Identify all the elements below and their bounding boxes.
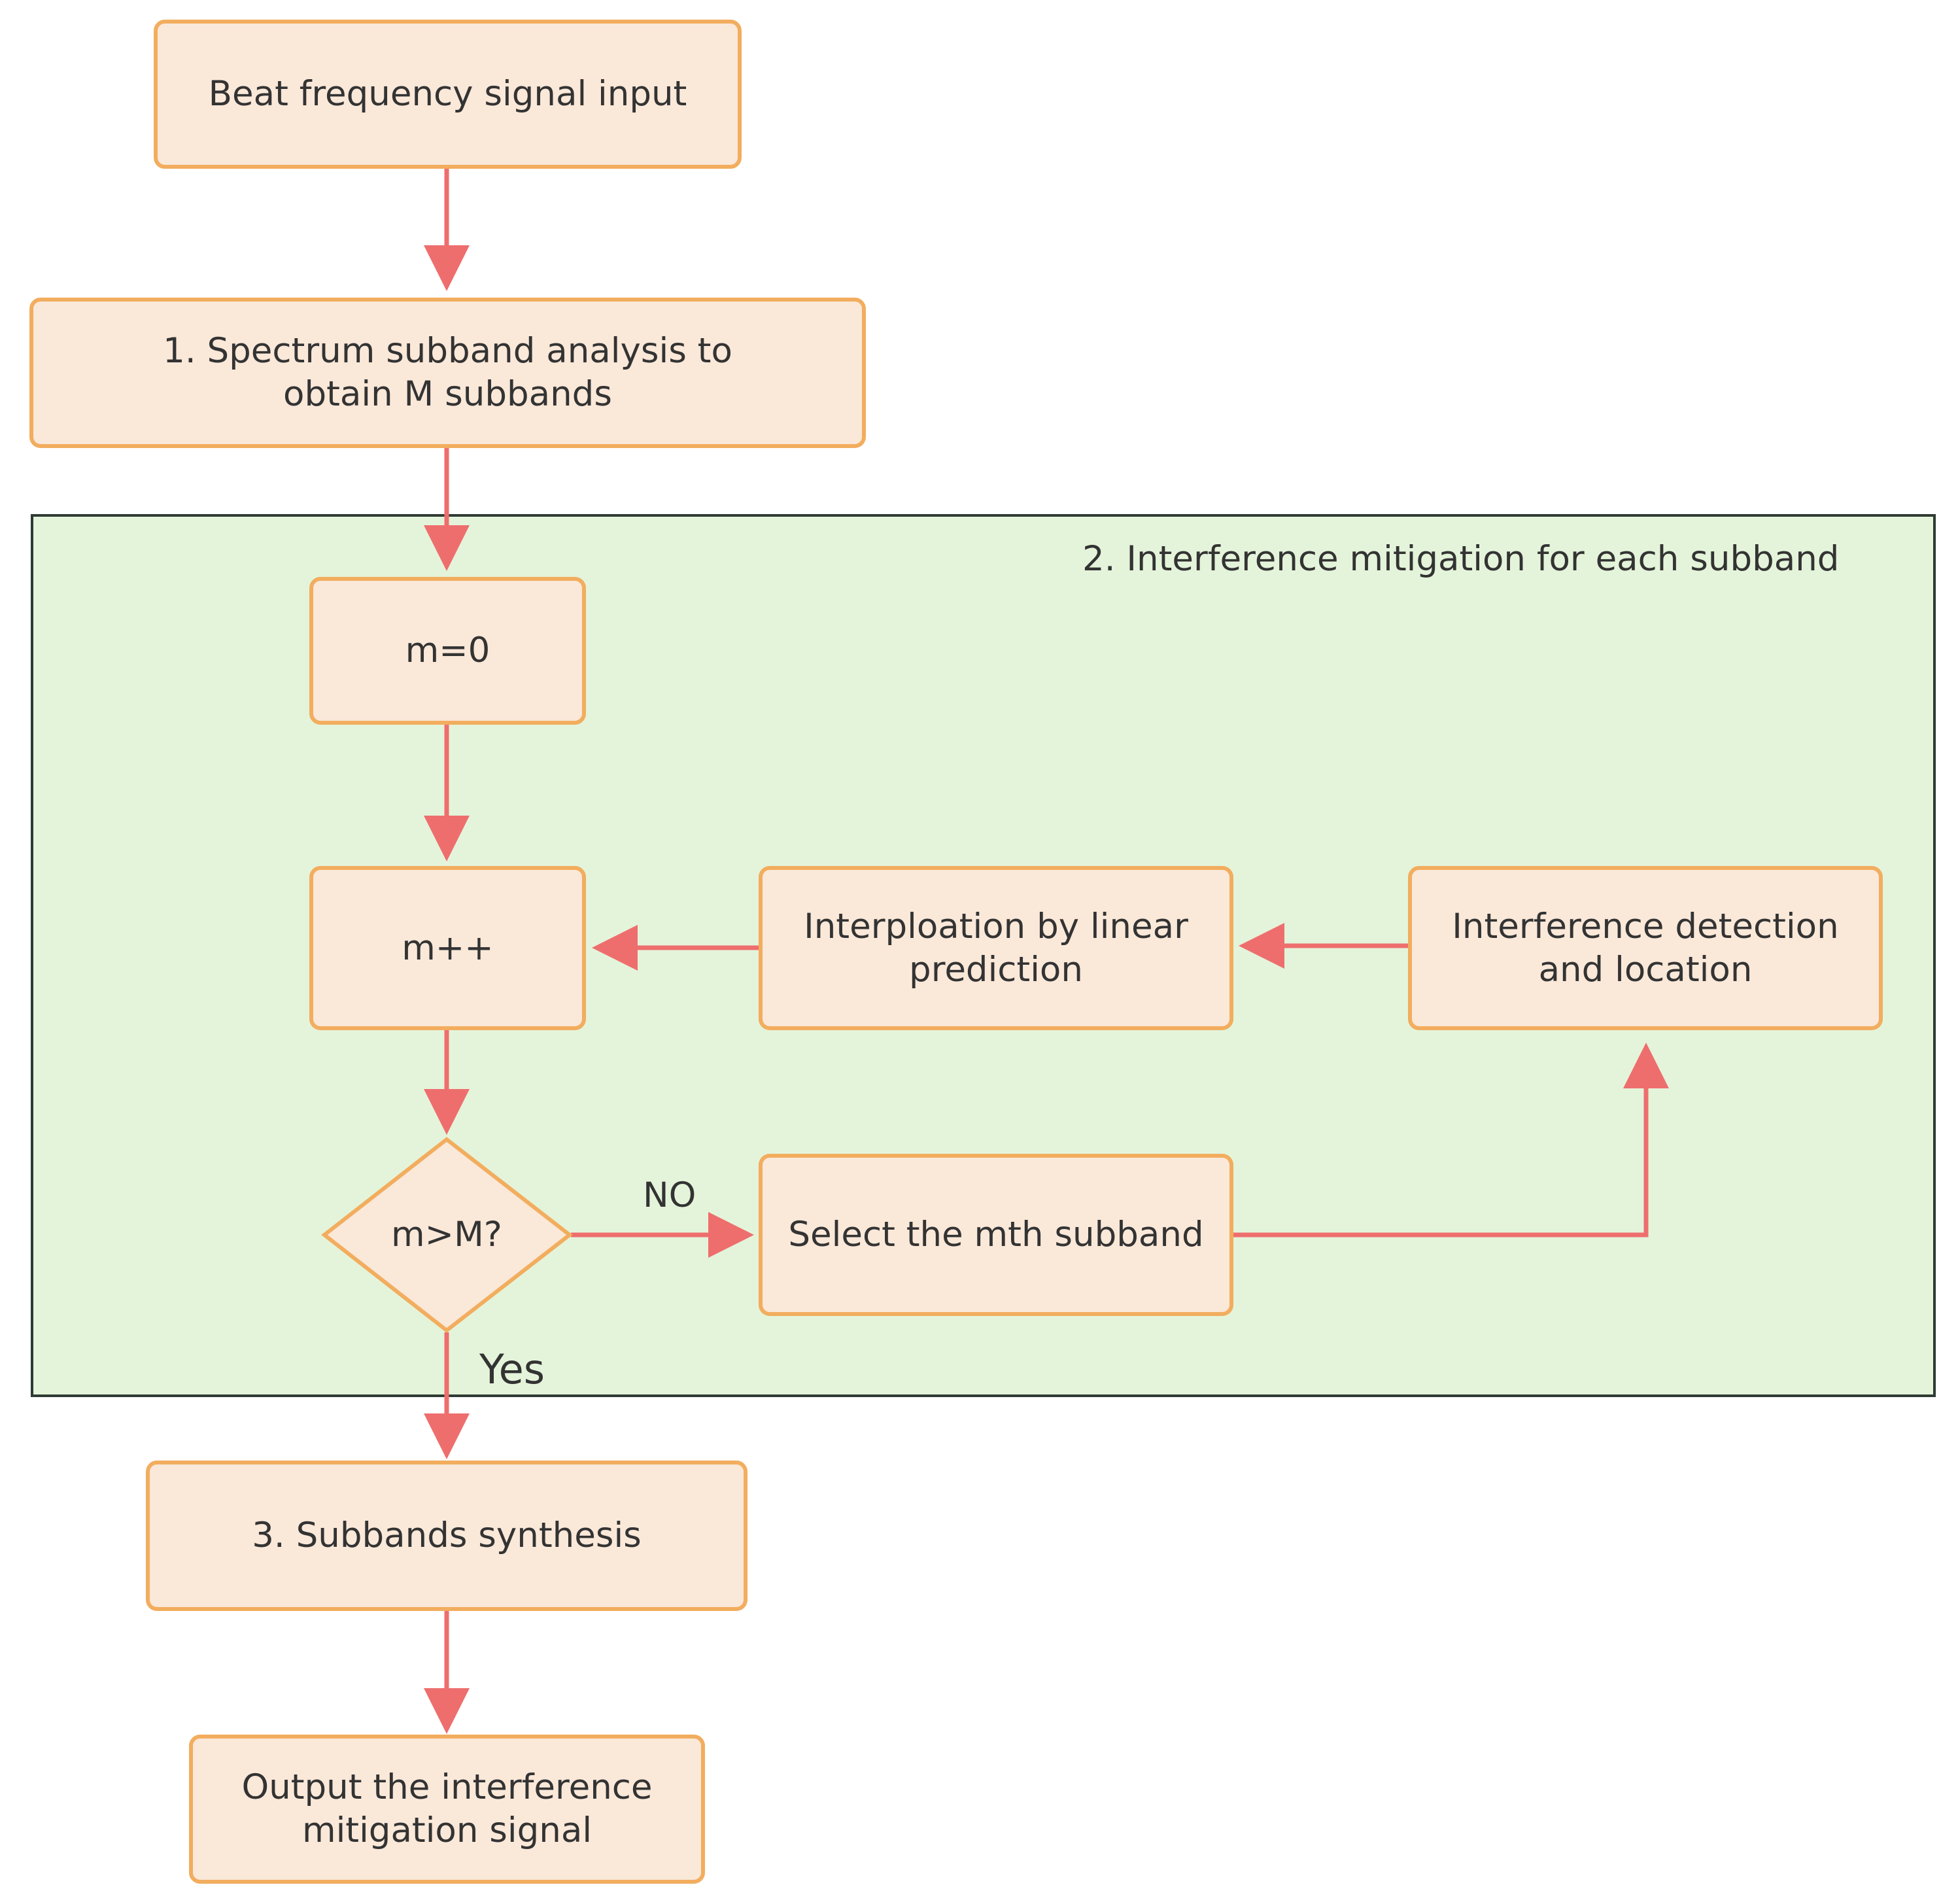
node-m-init-shape — [309, 577, 586, 725]
node-subband-analysis-label: 1. Spectrum subband analysis to obtain M… — [163, 331, 732, 414]
edge-label-yes: Yes — [479, 1345, 545, 1393]
node-decision-shape — [321, 1137, 573, 1333]
edge-label-no: NO — [643, 1175, 696, 1215]
node-m-inc-shape — [309, 866, 586, 1030]
node-detection-label: Interference detection and location — [1452, 906, 1839, 990]
node-m-inc-label: m++ — [402, 927, 494, 968]
node-synthesis-label: 3. Subbands synthesis — [252, 1515, 642, 1555]
node-m-init-label: m=0 — [405, 631, 490, 670]
node-select-subband-shape — [759, 1154, 1233, 1316]
node-select-subband-label: Select the mth subband — [788, 1215, 1204, 1255]
group-label: 2. Interference mitigation for each subb… — [1082, 539, 1840, 579]
node-subband-analysis-shape — [29, 298, 866, 448]
node-input-label: Beat frequency signal input — [208, 74, 687, 114]
node-input-shape — [154, 20, 742, 169]
node-decision-label: m>M? — [391, 1215, 502, 1255]
node-interpolation-shape — [759, 866, 1233, 1030]
node-interpolation-label: Interploation by linear prediction — [804, 906, 1188, 990]
edge-select-to-detection — [1232, 1043, 1669, 1238]
node-output-shape — [189, 1735, 705, 1884]
edges — [424, 167, 1669, 1734]
node-synthesis-shape — [146, 1461, 747, 1611]
node-output-label: Output the interference mitigation signa… — [241, 1767, 653, 1850]
nodes — [29, 20, 1883, 1884]
node-detection-shape — [1408, 866, 1883, 1030]
